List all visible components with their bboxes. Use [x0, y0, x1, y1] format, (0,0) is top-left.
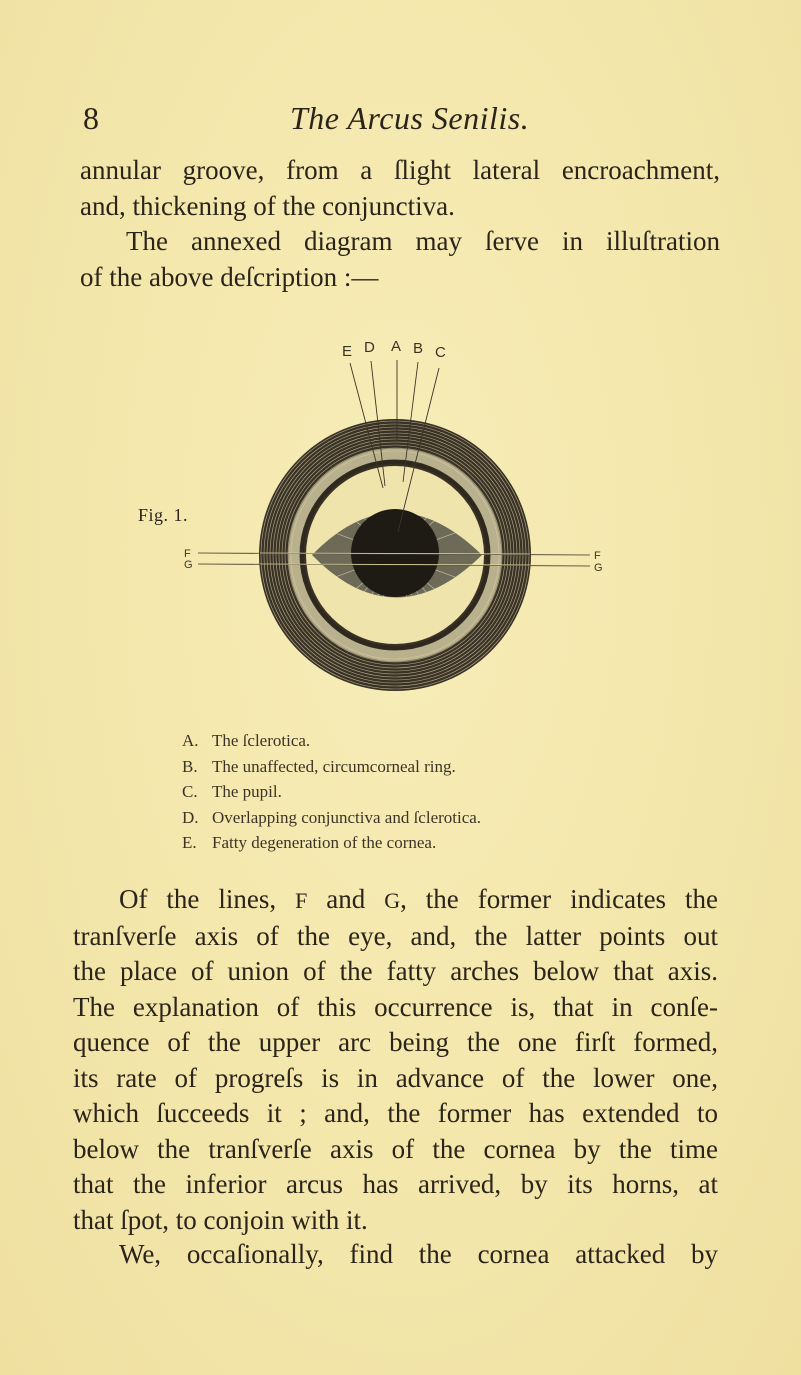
- text-line: of the above deſcription :—: [80, 261, 379, 292]
- text-line: that ſpot, to conjoin with it.: [73, 1204, 368, 1235]
- text-line: annular groove, from a ſlight lateral en…: [80, 155, 720, 185]
- annex-paragraph: The annexed diagram may ſerve in illuſtr…: [80, 224, 720, 295]
- legend-item: C.The pupil.: [182, 782, 282, 801]
- legend-item: A.The ſclerotica.: [182, 731, 311, 750]
- text-line: We, occaſionally, find the cornea attack…: [119, 1239, 718, 1269]
- intro-paragraph: annular groove, from a ſlight lateral en…: [80, 153, 720, 224]
- text-line: Of the lines, F and G, the former indica…: [119, 884, 718, 914]
- figure-label: Fig. 1.: [138, 505, 189, 525]
- eye-diagram: E D A B C F G F G: [184, 338, 603, 691]
- legend-item: D.Overlapping conjunctiva and ſclerotica…: [182, 807, 482, 827]
- text-line: quence of the upper arc being the one fi…: [73, 1027, 718, 1057]
- conjunctiva-ring: [300, 460, 490, 650]
- text-line: and, thickening of the conjunctiva.: [80, 190, 455, 221]
- pointer-label-c: C: [435, 344, 446, 361]
- final-paragraph: We, occaſionally, find the cornea attack…: [73, 1237, 718, 1273]
- axis-label-g-right: G: [594, 562, 603, 574]
- figure-legend: A.The ſclerotica. B.The unaffected, circ…: [182, 728, 481, 856]
- text-line: tranſverſe axis of the eye, and, the lat…: [73, 920, 718, 951]
- body-paragraph: Of the lines, F and G, the former indica…: [73, 882, 718, 1238]
- text-line: the place of union of the fatty arches b…: [73, 956, 718, 986]
- text-line: its rate of progreſs is in advance of th…: [73, 1062, 718, 1093]
- legend-item: E.Fatty degeneration of the cornea.: [182, 833, 437, 852]
- text-line: which ſucceeds it ; and, the former has …: [73, 1098, 718, 1128]
- pointer-label-a: A: [391, 338, 401, 355]
- legend-item: B.The unaffected, circumcorneal ring.: [182, 756, 456, 776]
- axis-label-f-left: F: [184, 548, 191, 560]
- pointer-label-d: D: [364, 339, 375, 356]
- axis-label-f-right: F: [594, 550, 601, 562]
- pointer-lines: [349, 360, 440, 533]
- page-number: 8: [83, 100, 99, 136]
- pointer-label-b: B: [413, 340, 423, 357]
- text-line: that the inferior arcus has arrived, by …: [73, 1169, 718, 1199]
- text-line: The annexed diagram may ſerve in illuſtr…: [126, 226, 720, 256]
- axis-label-g-left: G: [184, 559, 193, 571]
- text-line: The explanation of this occurrence is, t…: [73, 991, 718, 1022]
- text-line: below the tranſverſe axis of the cornea …: [73, 1133, 718, 1164]
- pupil: [351, 509, 439, 597]
- running-title: The Arcus Senilis.: [290, 100, 530, 136]
- pointer-label-e: E: [342, 343, 352, 360]
- arcus-band: [288, 448, 502, 662]
